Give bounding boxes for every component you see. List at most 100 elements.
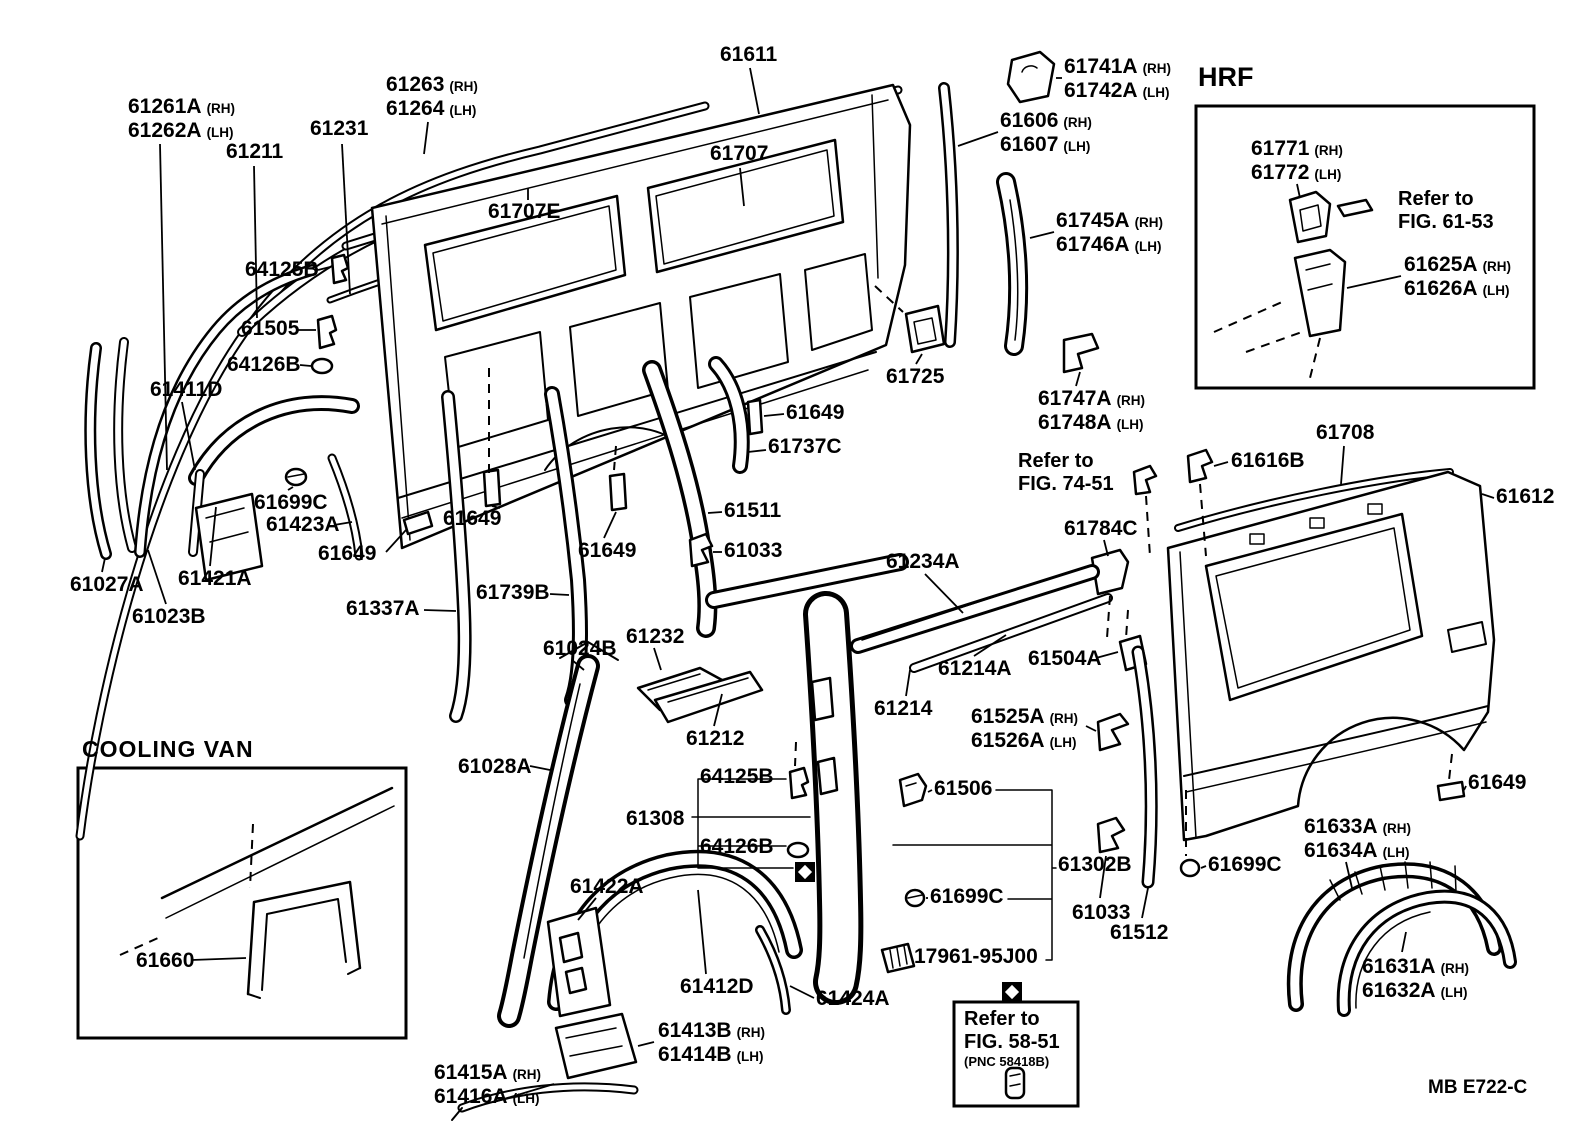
leader-line-61028a <box>529 765 551 771</box>
leader-line-61771 <box>1296 183 1301 199</box>
leader-line-61631a <box>1401 931 1407 953</box>
leader-line-61525a <box>1085 725 1097 732</box>
leader-line-61512 <box>1141 887 1149 919</box>
rear-wheel-arch-assembly-drawing <box>451 849 803 1121</box>
part-label-17961-95j00: 17961-95J00 <box>914 945 1038 968</box>
clip-fastener-drawings <box>284 253 1466 974</box>
note-line: FIG. 74-51 <box>1018 473 1114 495</box>
leader-line-61747a <box>1075 371 1081 387</box>
part-label-61337a: 61337A <box>346 597 420 620</box>
part-label-64126b: 64126B <box>227 353 301 376</box>
part-label-61649: 61649 <box>443 507 502 530</box>
part-label-61308: 61308 <box>626 807 685 830</box>
note-line: Refer to <box>964 1008 1040 1030</box>
part-label-61302b: 61302B <box>1058 853 1132 876</box>
leader-line-61033 <box>1099 855 1107 899</box>
leader-line-61506 <box>927 789 933 793</box>
leader-line-61212 <box>713 693 723 727</box>
cooling-van-inset-box <box>76 766 408 1040</box>
rear-quarter-panel-drawing <box>1090 448 1496 842</box>
leader-line-61231 <box>341 143 351 295</box>
leader-line-61504a <box>1095 651 1119 659</box>
leader-line-61263 <box>423 121 429 155</box>
leader-line-61611 <box>749 67 760 115</box>
leader-lines <box>101 67 1495 1103</box>
leader-line-61660 <box>191 957 247 961</box>
hrf-inset-drawing <box>1288 190 1374 338</box>
part-label-61660: 61660 <box>136 949 195 972</box>
part-label-61512: 61512 <box>1110 921 1169 944</box>
leader-line-61606 <box>957 131 999 147</box>
part-label-61024b: 61024B <box>543 637 617 660</box>
part-label-61027a: 61027A <box>70 573 144 596</box>
inset-boxes <box>76 104 1536 1108</box>
leader-line-61616b <box>1213 461 1229 467</box>
leader-line-61649 <box>763 413 785 417</box>
part-label-61415a: 61415A(RH)61416A(LH) <box>434 1061 542 1108</box>
note-refer-fig-58-51: Refer to FIG. 58-51 (PNC 58418B) <box>964 1008 1060 1070</box>
part-label-61747a: 61747A(RH)61748A(LH) <box>1038 387 1146 434</box>
leader-line-61023b <box>147 549 167 605</box>
part-label-61505: 61505 <box>241 317 300 340</box>
leader-line-61649 <box>603 511 617 539</box>
leader-line-61649 <box>1463 785 1467 791</box>
part-label-61231: 61231 <box>310 117 369 140</box>
part-label-61234a: 61234A <box>886 550 960 573</box>
part-label-61649: 61649 <box>318 542 377 565</box>
leader-line-61699c <box>1200 865 1207 869</box>
leader-line-61214a <box>973 634 1007 657</box>
cooling-van-inset-drawing <box>119 786 395 999</box>
part-label-61699c: 61699C <box>930 885 1004 908</box>
part-label-61033: 61033 <box>724 539 783 562</box>
part-label-61261a: 61261A(RH)61262A(LH) <box>128 95 236 142</box>
part-label-61511: 61511 <box>724 499 782 522</box>
part-label-61525a: 61525A(RH)61526A(LH) <box>971 705 1079 752</box>
part-label-61611: 61611 <box>720 43 778 66</box>
note-refer-fig-61-53: Refer to FIG. 61-53 <box>1398 188 1494 234</box>
leader-line-61725 <box>915 353 923 365</box>
part-label-61423a: 61423A <box>266 513 340 536</box>
part-label-61737c: 61737C <box>768 435 842 458</box>
leader-line-61027a <box>101 557 106 573</box>
leader-line-61261a <box>159 143 168 471</box>
part-label-61211: 61211 <box>226 140 284 163</box>
part-label-61232: 61232 <box>626 625 685 648</box>
part-label-61263: 61263(RH)61264(LH) <box>386 73 478 120</box>
note-line: Refer to <box>1018 450 1094 472</box>
part-label-61771: 61771(RH)61772(LH) <box>1251 137 1343 184</box>
hrf-inset-title: HRF <box>1198 62 1254 92</box>
leader-line-61214 <box>905 669 911 697</box>
part-label-61412d: 61412D <box>680 975 754 998</box>
part-label-61699c: 61699C <box>1208 853 1282 876</box>
part-label-64125b: 64125B <box>245 258 319 281</box>
leader-line-61612 <box>1481 493 1495 499</box>
leader-line-61232 <box>653 647 662 671</box>
part-label-61739b: 61739B <box>476 581 550 604</box>
center-pillar-assembly-drawing <box>705 553 1158 1005</box>
cooling-van-inset-title: COOLING VAN <box>82 736 254 762</box>
part-label-61699c: 61699C <box>254 491 328 514</box>
part-label-64125b: 64125B <box>700 765 774 788</box>
part-label-61625a: 61625A(RH)61626A(LH) <box>1404 253 1512 300</box>
leader-line-61234a <box>924 573 964 614</box>
part-label-61023b: 61023B <box>132 605 206 628</box>
part-label-61506: 61506 <box>934 777 993 800</box>
leader-line-61707 <box>739 167 745 207</box>
part-label-61422a: 61422A <box>570 875 644 898</box>
leader-line-64126b <box>299 364 312 367</box>
diagram-code: MB E722-C <box>1428 1077 1528 1098</box>
leader-line-61423a <box>333 521 353 526</box>
part-label-61631a: 61631A(RH)61632A(LH) <box>1362 955 1470 1002</box>
front-pillar-drawing <box>84 264 318 560</box>
part-label-61708: 61708 <box>1316 421 1375 444</box>
part-label-61413b: 61413B(RH)61414B(LH) <box>658 1019 766 1066</box>
leader-line-61413b <box>637 1041 655 1047</box>
part-label-61411d: 61411D <box>150 378 223 401</box>
part-label-61504a: 61504A <box>1028 647 1102 670</box>
part-label-64126b: 64126B <box>700 835 774 858</box>
leader-line-61739b <box>549 593 570 596</box>
label-bracket-lines <box>691 778 1057 961</box>
leader-line-61708 <box>1340 445 1345 485</box>
fig-58-51-clip-drawing <box>1004 1066 1026 1100</box>
